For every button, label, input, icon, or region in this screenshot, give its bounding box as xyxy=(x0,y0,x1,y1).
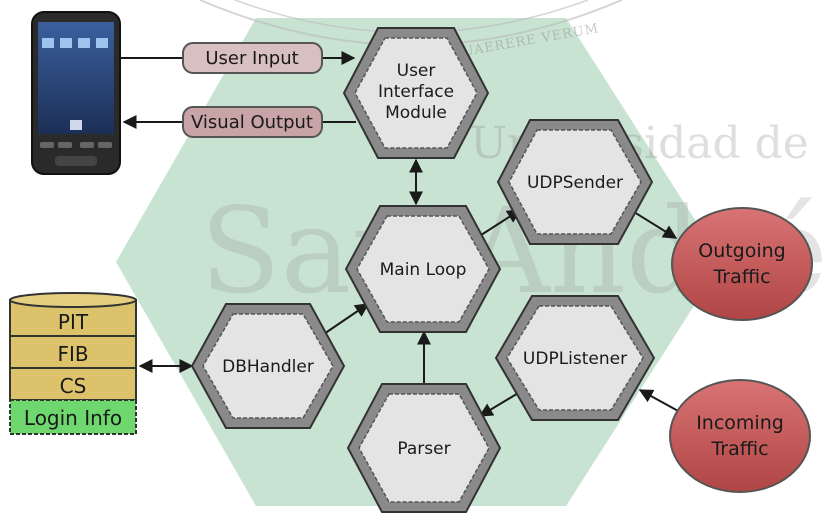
incoming-label-1: Incoming xyxy=(696,412,784,434)
udp-sender-hexagon: UDPSender xyxy=(496,119,654,245)
db-handler-hexagon: DBHandler xyxy=(190,303,346,429)
udp-listener-label: UDPListener xyxy=(523,349,627,369)
mainloop-sender-arrow xyxy=(477,209,522,238)
visual-output-label: Visual Output xyxy=(191,112,313,133)
db-table-fib: FIB xyxy=(57,342,88,366)
ui-module-label-3: Module xyxy=(385,103,447,123)
outgoing-label-2: Traffic xyxy=(712,266,770,288)
listener-parser-arrow xyxy=(478,391,521,417)
ui-module-hexagon: User Interface Module xyxy=(342,27,490,159)
db-handler-label: DBHandler xyxy=(222,357,314,377)
outgoing-traffic-ellipse: Outgoing Traffic xyxy=(671,207,813,321)
db-table-cs: CS xyxy=(60,374,87,398)
incoming-listener-arrow xyxy=(638,389,681,413)
user-input-pill: User Input xyxy=(182,42,323,74)
parser-hexagon: Parser xyxy=(346,383,502,513)
db-table-login-info: Login Info xyxy=(24,406,122,430)
main-loop-hexagon: Main Loop xyxy=(344,205,502,333)
incoming-label-2: Traffic xyxy=(710,438,768,460)
sender-outgoing-arrow xyxy=(633,211,678,239)
user-input-label: User Input xyxy=(205,48,298,69)
outgoing-label-1: Outgoing xyxy=(698,240,786,262)
ui-module-label-1: User xyxy=(397,61,436,81)
ui-module-label-2: Interface xyxy=(378,82,454,102)
parser-label: Parser xyxy=(397,439,450,459)
database-icon: PIT FIB CS Login Info xyxy=(9,292,137,435)
udp-sender-label: UDPSender xyxy=(527,173,623,193)
visual-output-pill: Visual Output xyxy=(182,106,323,138)
db-table-pit: PIT xyxy=(58,310,89,334)
udp-listener-hexagon: UDPListener xyxy=(494,295,656,421)
incoming-traffic-ellipse: Incoming Traffic xyxy=(669,379,811,493)
main-loop-label: Main Loop xyxy=(380,260,467,280)
smartphone-icon xyxy=(31,11,121,175)
